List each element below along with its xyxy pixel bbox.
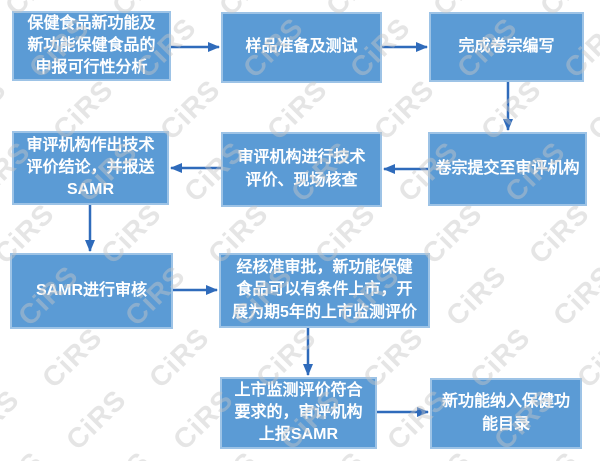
flow-step-label: 经核准审批，新功能保健 食品可以有条件上市，开 展为期5年的上市监测评价 xyxy=(232,259,417,321)
flow-step-dossier-compilation: 完成卷宗编写 xyxy=(429,12,584,82)
flow-step-function-catalog-inclusion: 新功能纳入保健功 能目录 xyxy=(430,378,582,449)
flow-step-label: 样品准备及测试 xyxy=(245,38,358,56)
flow-step-label: 审评机构作出技术 评价结论，并报送 SAMR xyxy=(26,136,155,199)
flow-step-feasibility-analysis: 保健食品新功能及 新功能保健食品的 申报可行性分析 xyxy=(12,11,171,81)
flow-step-label: 审评机构进行技术 评价、现场核查 xyxy=(237,149,366,189)
flow-step-label: 完成卷宗编写 xyxy=(458,37,555,55)
flow-step-conditional-market-approval: 经核准审批，新功能保健 食品可以有条件上市，开 展为期5年的上市监测评价 xyxy=(219,253,430,328)
flow-step-dossier-submission: 卷宗提交至审评机构 xyxy=(428,132,587,206)
flow-step-label: SAMR进行审核 xyxy=(35,281,148,299)
flow-step-monitoring-result-report-samr: 上市监测评价符合 要求的，审评机构 上报SAMR xyxy=(220,377,377,449)
flow-step-label: 保健食品新功能及 新功能保健食品的 申报可行性分析 xyxy=(27,14,156,77)
flow-step-technical-evaluation-onsite-inspection: 审评机构进行技术 评价、现场核查 xyxy=(221,132,382,207)
flow-step-label: 新功能纳入保健功 能目录 xyxy=(441,393,570,433)
flow-step-sample-preparation-testing: 样品准备及测试 xyxy=(221,12,382,83)
flow-step-label: 卷宗提交至审评机构 xyxy=(435,159,580,177)
flow-step-label: 上市监测评价符合 要求的，审评机构 上报SAMR xyxy=(234,381,363,444)
flow-step-samr-review: SAMR进行审核 xyxy=(10,253,173,329)
flow-step-evaluation-conclusion-report-samr: 审评机构作出技术 评价结论，并报送 SAMR xyxy=(12,131,169,205)
